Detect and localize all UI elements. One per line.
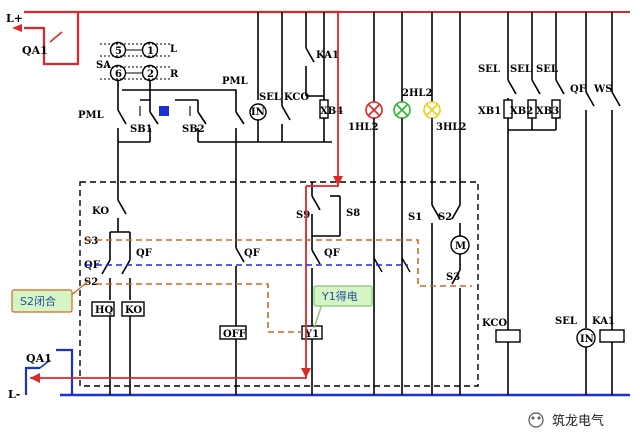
sel-far-3-label: SEL bbox=[536, 64, 558, 75]
in-coil-label: IN bbox=[580, 334, 594, 345]
pml-left-label: PML bbox=[78, 110, 104, 121]
sel-coil-label: SEL bbox=[555, 316, 577, 327]
qf-far-label: QF bbox=[570, 84, 586, 95]
hq-coil-label: HQ bbox=[95, 305, 113, 316]
selector-name: SA bbox=[96, 60, 111, 71]
callout-s2-closed: S2闭合 bbox=[11, 279, 91, 313]
positive-rail bbox=[12, 10, 630, 66]
selector-left-label: L bbox=[170, 44, 177, 55]
s8-label: S8 bbox=[346, 208, 360, 219]
pml-right-label: PML bbox=[222, 76, 248, 87]
ws-label: WS bbox=[593, 84, 612, 95]
sb2-label: SB2 bbox=[182, 124, 205, 135]
s3-right-label: S3 bbox=[446, 272, 460, 283]
watermark-text: 筑龙电气 bbox=[552, 413, 604, 429]
xb3-label: XB3 bbox=[536, 106, 559, 117]
negative-rail-label: L- bbox=[8, 388, 20, 401]
selector-right-label: R bbox=[170, 69, 179, 80]
s9-label: S9 bbox=[296, 210, 310, 221]
selector-pos-6: 6 bbox=[115, 69, 122, 80]
mechanism-boundary bbox=[79, 181, 479, 387]
lamp-3-label: 3HL2 bbox=[436, 122, 466, 133]
in-label: IN bbox=[251, 107, 265, 118]
xb2-label: XB2 bbox=[510, 106, 533, 117]
watermark: 筑龙电气 bbox=[528, 412, 604, 429]
selector-switch bbox=[100, 41, 170, 82]
energized-path bbox=[30, 12, 343, 383]
breaker-bottom-label: QA1 bbox=[26, 352, 52, 365]
sel-far-1-label: SEL bbox=[478, 64, 500, 75]
s2-left-label: S2 bbox=[84, 277, 98, 288]
y1-coil-label: Y1 bbox=[304, 329, 319, 340]
indicator-lamps bbox=[365, 12, 461, 395]
positive-rail-label: L+ bbox=[6, 12, 23, 25]
motor-label: M bbox=[455, 241, 466, 252]
pml-sb-block bbox=[117, 80, 245, 143]
s3-left-label: S3 bbox=[84, 236, 98, 247]
callout-s2-text: S2闭合 bbox=[20, 294, 56, 308]
closing-branch bbox=[91, 142, 145, 395]
callout-y1-energized: Y1得电 bbox=[313, 285, 373, 329]
kco-label: KCO bbox=[284, 92, 309, 103]
y1-branch bbox=[301, 182, 341, 395]
qf-trip-label: QF bbox=[244, 248, 260, 259]
xb4-label: XB4 bbox=[320, 106, 343, 117]
ko-coil-label: KO bbox=[125, 305, 142, 316]
sb1-label: SB1 bbox=[130, 124, 153, 135]
upper-right-controls bbox=[236, 12, 332, 143]
ka1-label: KA1 bbox=[316, 50, 339, 61]
lamp-1-label: 1HL2 bbox=[348, 122, 378, 133]
s1-label: S1 bbox=[408, 212, 422, 223]
motor-section bbox=[431, 204, 470, 395]
qf-mid-left-label: QF bbox=[136, 248, 152, 259]
s2-right-label: S2 bbox=[438, 212, 452, 223]
mechanical-links bbox=[86, 239, 472, 333]
far-right-columns bbox=[495, 12, 625, 395]
selector-pos-2: 2 bbox=[147, 69, 154, 80]
lamp-2-label: 2HL2 bbox=[402, 88, 432, 99]
off-coil-label: OFF bbox=[223, 329, 246, 340]
kco-coil-label: KCO bbox=[482, 318, 507, 329]
selector-pos-1: 1 bbox=[147, 46, 154, 57]
qf-y1-label: QF bbox=[324, 248, 340, 259]
callout-y1-text: Y1得电 bbox=[321, 290, 358, 303]
selector-pos-5: 5 bbox=[115, 46, 122, 57]
xb1-label: XB1 bbox=[478, 106, 501, 117]
ka1-coil-label: KA1 bbox=[592, 316, 615, 327]
sel-far-2-label: SEL bbox=[510, 64, 532, 75]
sel-label: SEL bbox=[259, 92, 281, 103]
ko-contact-label: KO bbox=[92, 206, 109, 217]
trip-branch bbox=[219, 142, 247, 395]
negative-rail bbox=[24, 348, 630, 397]
breaker-top-label: QA1 bbox=[22, 44, 48, 57]
